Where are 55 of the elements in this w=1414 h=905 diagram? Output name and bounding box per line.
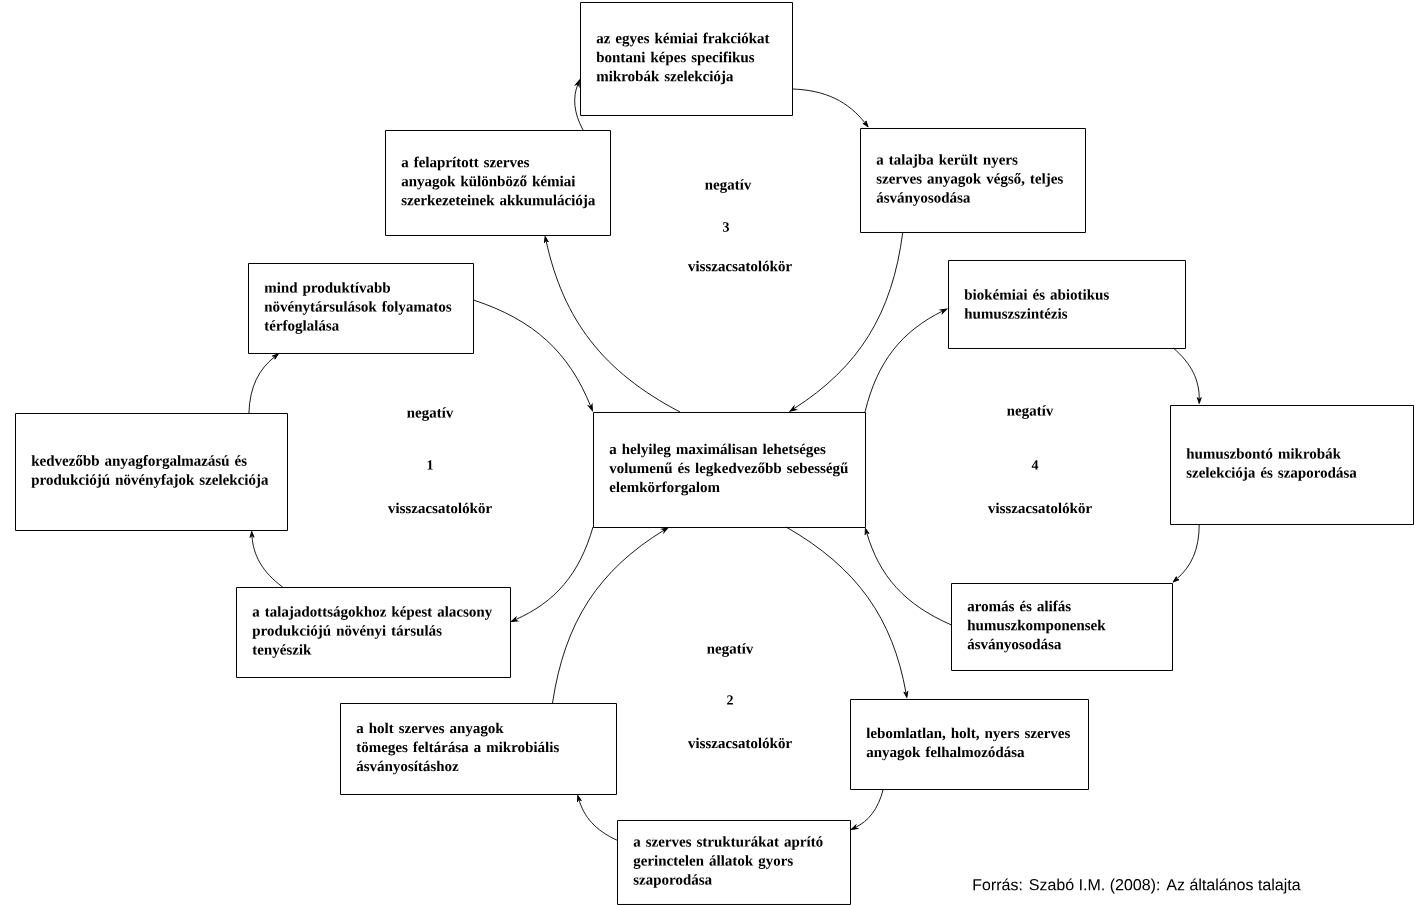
process-box	[860, 128, 1086, 233]
node-label: a holt szerves anyagok tömeges feltárása a mikrobiális ásványosításhoz	[356, 722, 559, 775]
process-box	[593, 412, 866, 528]
arrow	[249, 530, 284, 588]
loop-number: 4	[1031, 460, 1039, 470]
process-box	[1170, 405, 1414, 525]
arrow	[248, 353, 279, 414]
loop-label: visszacsatolókör	[687, 260, 792, 272]
loop-number: 2	[727, 695, 733, 705]
node-label: a talajba került nyers szerves anyagok végső, teljes ásványosodása	[876, 154, 1063, 206]
process-box	[580, 2, 793, 116]
process-box	[236, 587, 511, 678]
node-label: kedvezőbb anyagforgalmazású és produkciójú növényfajok szelekciója	[31, 455, 269, 488]
arrow	[552, 527, 669, 704]
node-label: a helyileg maximálisan lehetséges volumenű és legkedvezőbb sebességű elemkörforgalom	[609, 443, 848, 496]
node-label: biokémiai és abiotikus humuszszintézis	[964, 289, 1109, 319]
process-box	[850, 699, 1089, 790]
process-box	[15, 413, 288, 531]
node-label: az egyes kémiai frakciókat bontani képes specifikus mikrobák szelekciója	[596, 32, 770, 85]
arrow	[543, 235, 681, 413]
loop-label: visszacsatolókör	[387, 502, 492, 514]
node-label: lebomlatlan, holt, nyers szerves anyagok felhalmozódása	[866, 727, 1070, 761]
node-label: a szerves strukturákat aprító gerinctelen állatok gyors szaporodása	[633, 836, 823, 888]
arrow	[864, 308, 948, 413]
loop-label: visszacsatolókör	[687, 737, 792, 749]
loop-label: negatív	[1007, 405, 1054, 419]
loop-number: 1	[427, 460, 433, 470]
loop-label: visszacsatolókör	[987, 502, 1092, 514]
arrow	[1172, 347, 1202, 404]
arrow	[577, 794, 618, 841]
arrow	[850, 788, 884, 830]
arrow	[472, 299, 593, 412]
arrow	[864, 527, 952, 626]
loop-label: negatív	[407, 407, 454, 421]
arrow	[789, 231, 904, 412]
node-label: humuszbontó mikrobák szelekciója és szaporodása	[1186, 448, 1357, 481]
loop-label: negatív	[707, 643, 754, 657]
process-box	[340, 703, 617, 795]
process-box	[951, 583, 1173, 671]
loop-label: negatív	[705, 179, 752, 193]
process-box	[248, 263, 474, 354]
arrow	[791, 88, 869, 128]
arrow	[1172, 523, 1200, 583]
node-label: a talajadottságokhoz képest alacsony produkciójú növényi társulás tenyészik	[252, 606, 493, 658]
source-note: Forrás: Szabó I.M. (2008): Az általános talajta	[973, 878, 1301, 894]
loop-number: 3	[723, 222, 730, 232]
process-box	[948, 260, 1186, 349]
arrow	[785, 526, 909, 699]
arrow	[574, 79, 584, 131]
process-box	[385, 130, 611, 236]
arrow	[510, 526, 594, 622]
node-label: a felaprított szerves anyagok különböző kémiai szerkezeteinek akkumulációja	[401, 156, 596, 209]
node-label: aromás és alifás humuszkomponensek ásványosodása	[967, 600, 1106, 653]
process-box	[617, 820, 851, 905]
node-label: mind produktívabb növénytársulások folyamatos térfoglalása	[264, 282, 452, 334]
